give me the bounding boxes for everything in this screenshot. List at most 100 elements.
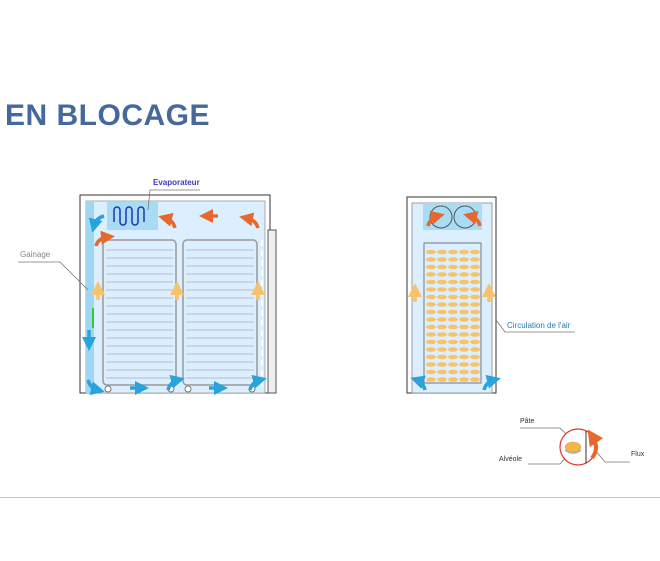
dough-piece (459, 264, 469, 270)
dough-piece (470, 264, 480, 270)
dough-piece (448, 302, 458, 307)
dough-piece (448, 279, 458, 285)
dough-piece (470, 249, 480, 255)
dough-piece (459, 249, 469, 255)
dough-piece (470, 279, 480, 285)
dough-piece (459, 294, 469, 300)
dough-piece (437, 377, 447, 382)
dough-piece (470, 257, 480, 262)
wheel-icon (184, 385, 192, 393)
dough-piece (437, 354, 447, 360)
dough-piece (437, 324, 447, 330)
alveole-label: Alvéole (499, 456, 522, 463)
dough-piece (437, 257, 447, 262)
dough-piece (448, 339, 458, 345)
warm-air-arrow-icon (426, 210, 445, 227)
dough-piece (459, 309, 469, 315)
dough-piece (426, 377, 436, 382)
dough-piece (437, 332, 447, 337)
dough-piece (459, 279, 469, 285)
dough-piece (470, 362, 480, 367)
cold-air-arrow-icon (166, 374, 185, 391)
wheel-icon (104, 385, 112, 393)
cabinet-side-view (406, 196, 497, 394)
dough-piece (437, 264, 447, 270)
dough-piece (448, 257, 458, 262)
dough-piece (459, 347, 469, 352)
dough-piece (459, 317, 469, 322)
dough-piece (426, 264, 436, 270)
dough-piece (448, 362, 458, 367)
page-title: EN BLOCAGE (5, 99, 211, 132)
detail-zoom (559, 428, 604, 466)
dough-piece (426, 354, 436, 360)
dough-piece (448, 309, 458, 315)
dough-piece (470, 294, 480, 300)
flux-label: Flux (631, 451, 645, 458)
dough-piece (426, 362, 436, 367)
dough-piece (426, 324, 436, 330)
evaporateur-label: Evaporateur (153, 178, 200, 187)
dough-piece (426, 272, 436, 277)
dough-piece (437, 272, 447, 277)
dough-piece (448, 249, 458, 255)
dough-piece (459, 257, 469, 262)
dough-piece (459, 362, 469, 367)
dough-piece (470, 339, 480, 345)
dough-piece (459, 377, 469, 382)
dough-piece (426, 294, 436, 300)
dough-piece (448, 332, 458, 337)
circulation-label: Circulation de l'air (507, 321, 571, 330)
cold-air-arrow-icon (482, 374, 501, 391)
warm-air-arrow-icon (158, 212, 177, 229)
duct-gainage (86, 201, 94, 393)
cold-air-arrow-icon (86, 379, 105, 396)
warm-air-arrow-icon (239, 212, 260, 229)
dough-piece (448, 347, 458, 352)
dough-piece (470, 272, 480, 277)
dough-piece (470, 377, 480, 382)
dough-piece (470, 317, 480, 322)
dough-piece (459, 324, 469, 330)
warm-air-arrow-icon (463, 210, 482, 227)
dough-piece (459, 272, 469, 277)
dough-piece (448, 287, 458, 292)
evaporator-coil-icon (113, 206, 145, 226)
dough-piece (470, 302, 480, 307)
dough-piece (426, 317, 436, 322)
dough-piece (437, 317, 447, 322)
dough-piece (426, 257, 436, 262)
dough-piece (437, 279, 447, 285)
dough-piece (470, 354, 480, 360)
dough-piece (437, 347, 447, 352)
dough-piece (426, 339, 436, 345)
cold-air-arrow-icon (88, 214, 105, 233)
dough-piece (448, 354, 458, 360)
flux-arrow-icon (587, 429, 604, 460)
dough-piece (437, 362, 447, 367)
dough (564, 441, 582, 453)
dough-piece (426, 369, 436, 375)
dough-piece (437, 339, 447, 345)
dough-piece (437, 369, 447, 375)
dough-piece (426, 279, 436, 285)
gainage-label: Gainage (20, 250, 51, 259)
dough-piece (470, 309, 480, 315)
cold-air-arrow-icon (248, 374, 267, 391)
dough-piece (470, 369, 480, 375)
pate-label: Pâte (520, 418, 535, 425)
dough-piece (448, 377, 458, 382)
dough-piece (448, 294, 458, 300)
dough-piece (426, 302, 436, 307)
dough-piece (426, 309, 436, 315)
dough-piece (459, 339, 469, 345)
warm-air-arrow-icon (94, 230, 115, 247)
dough-piece (470, 332, 480, 337)
dough-piece (470, 287, 480, 292)
dough-piece (448, 369, 458, 375)
dough-piece (426, 332, 436, 337)
dough-piece (459, 287, 469, 292)
dough-piece (426, 347, 436, 352)
dough-piece (426, 249, 436, 255)
